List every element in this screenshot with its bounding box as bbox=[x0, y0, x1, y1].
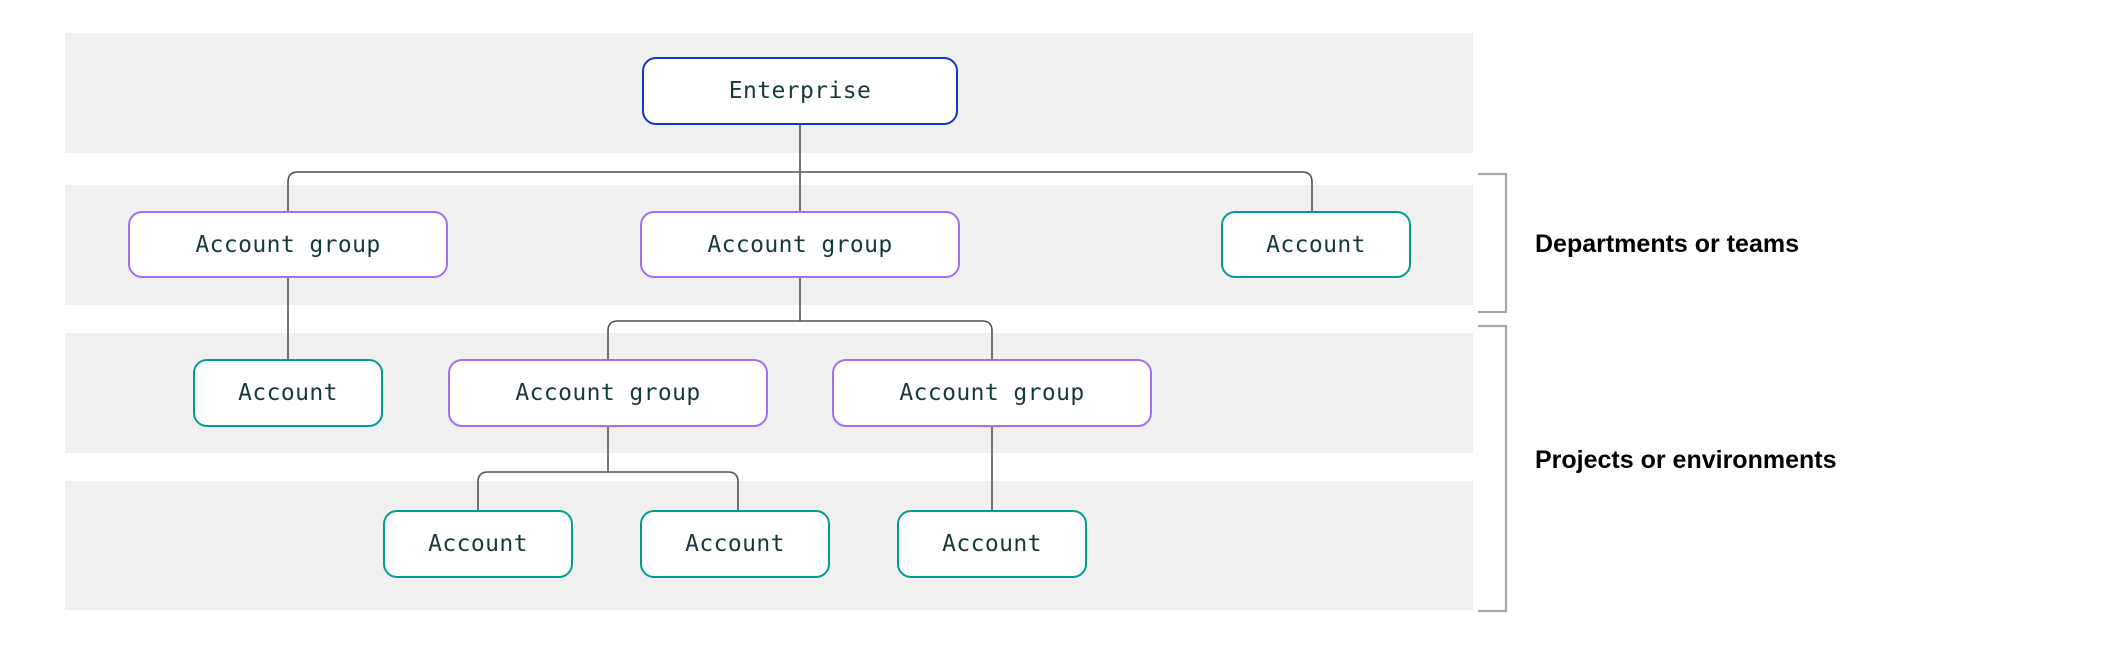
node-account-3[interactable]: Account bbox=[383, 510, 573, 578]
node-account-5[interactable]: Account bbox=[897, 510, 1087, 578]
bracket-departments bbox=[1478, 172, 1508, 314]
node-account-1[interactable]: Account bbox=[1221, 211, 1411, 278]
node-account-group-3[interactable]: Account group bbox=[448, 359, 768, 427]
bracket-projects bbox=[1478, 324, 1508, 613]
node-account-group-4[interactable]: Account group bbox=[832, 359, 1152, 427]
node-account-group-2[interactable]: Account group bbox=[640, 211, 960, 278]
legend-label-departments: Departments or teams bbox=[1535, 230, 1799, 258]
node-account-4[interactable]: Account bbox=[640, 510, 830, 578]
node-account-group-1[interactable]: Account group bbox=[128, 211, 448, 278]
legend-label-projects: Projects or environments bbox=[1535, 446, 1837, 474]
node-account-2[interactable]: Account bbox=[193, 359, 383, 427]
node-enterprise[interactable]: Enterprise bbox=[642, 57, 958, 125]
